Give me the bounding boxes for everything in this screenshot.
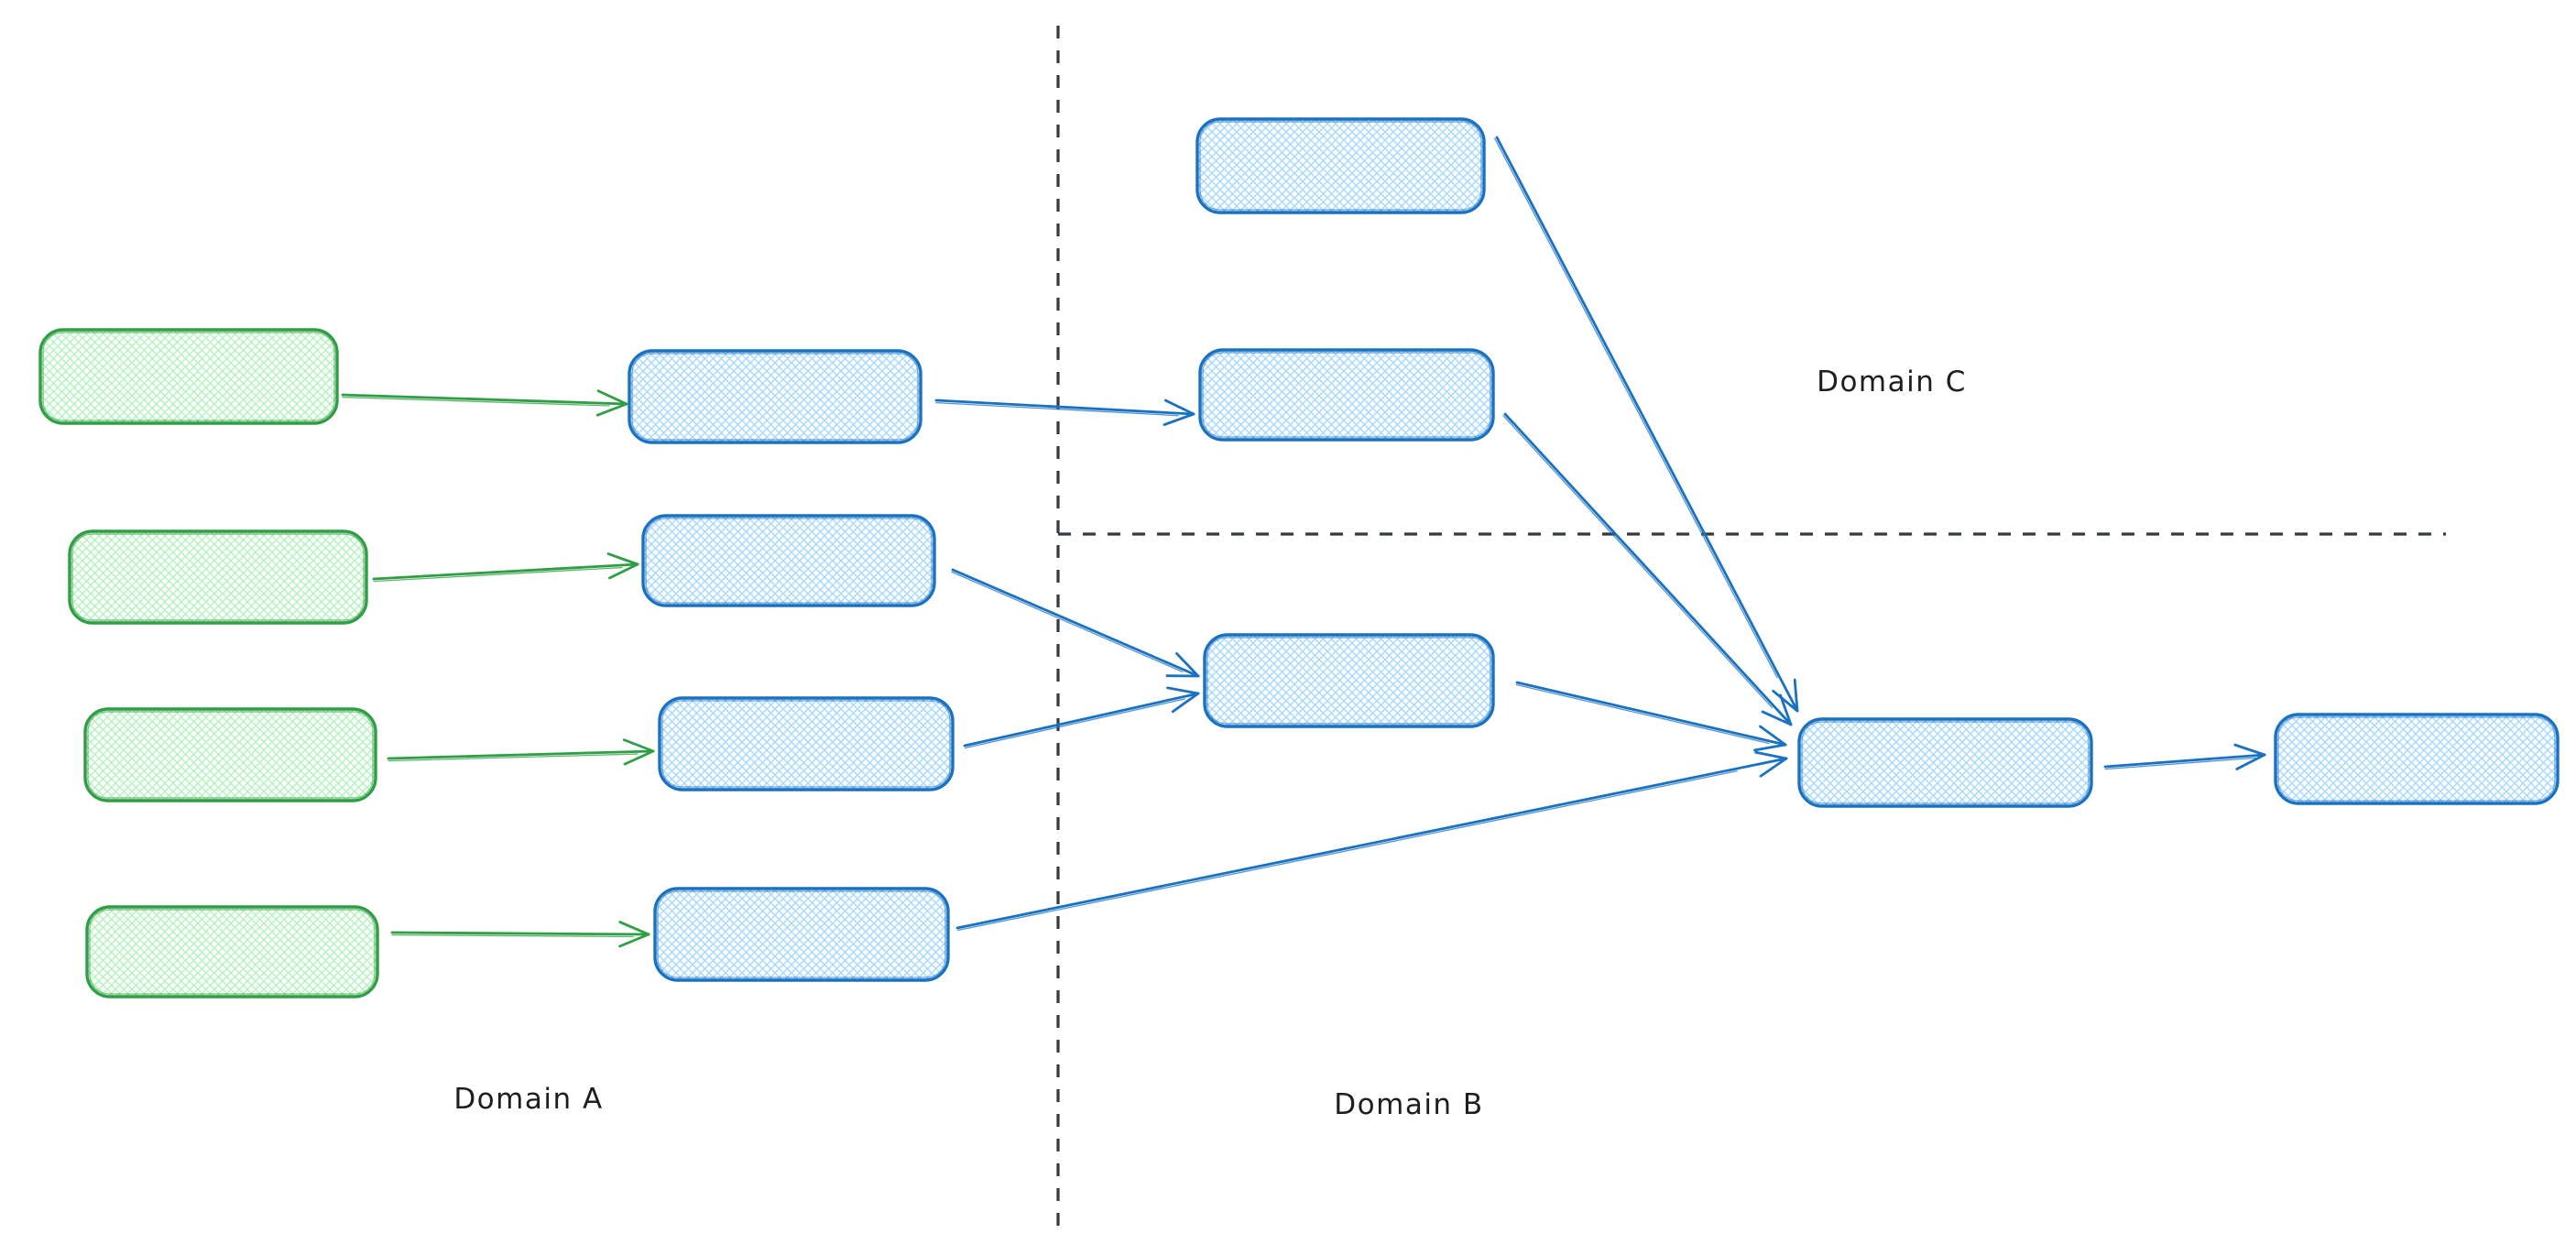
arrow-edge-7[interactable] <box>963 686 1200 749</box>
arrow-edge-8[interactable] <box>955 750 1788 932</box>
node-stage2-low[interactable] <box>1203 633 1495 728</box>
domain-c-label[interactable]: Domain C <box>1817 366 1967 398</box>
arrow-edge-3[interactable] <box>387 738 655 766</box>
arrow-edge-5[interactable] <box>934 398 1195 426</box>
node-stage1-2[interactable] <box>641 514 936 607</box>
domain-b-label[interactable]: Domain B <box>1334 1088 1483 1121</box>
node-source-2[interactable] <box>68 529 368 625</box>
arrow-edge-10[interactable] <box>1502 412 1793 726</box>
node-stage2-top[interactable] <box>1195 117 1486 214</box>
node-stage1-1[interactable] <box>628 349 922 444</box>
node-stage1-4[interactable] <box>653 887 950 982</box>
node-merge[interactable] <box>1797 717 2093 808</box>
arrow-edge-12[interactable] <box>2103 743 2266 770</box>
arrow-edge-6[interactable] <box>951 568 1200 678</box>
node-stage2-mid[interactable] <box>1198 348 1495 442</box>
node-source-4[interactable] <box>85 905 379 999</box>
arrow-edge-1[interactable] <box>341 389 628 417</box>
domain-a-label[interactable]: Domain A <box>453 1083 603 1116</box>
node-source-1[interactable] <box>38 328 339 425</box>
node-output[interactable] <box>2274 713 2560 805</box>
node-source-3[interactable] <box>83 707 377 802</box>
arrow-edge-9[interactable] <box>1494 136 1799 713</box>
arrow-edge-4[interactable] <box>390 921 650 948</box>
arrow-edge-2[interactable] <box>372 552 639 583</box>
node-stage1-3[interactable] <box>658 696 955 791</box>
arrow-edge-11[interactable] <box>1515 681 1787 752</box>
